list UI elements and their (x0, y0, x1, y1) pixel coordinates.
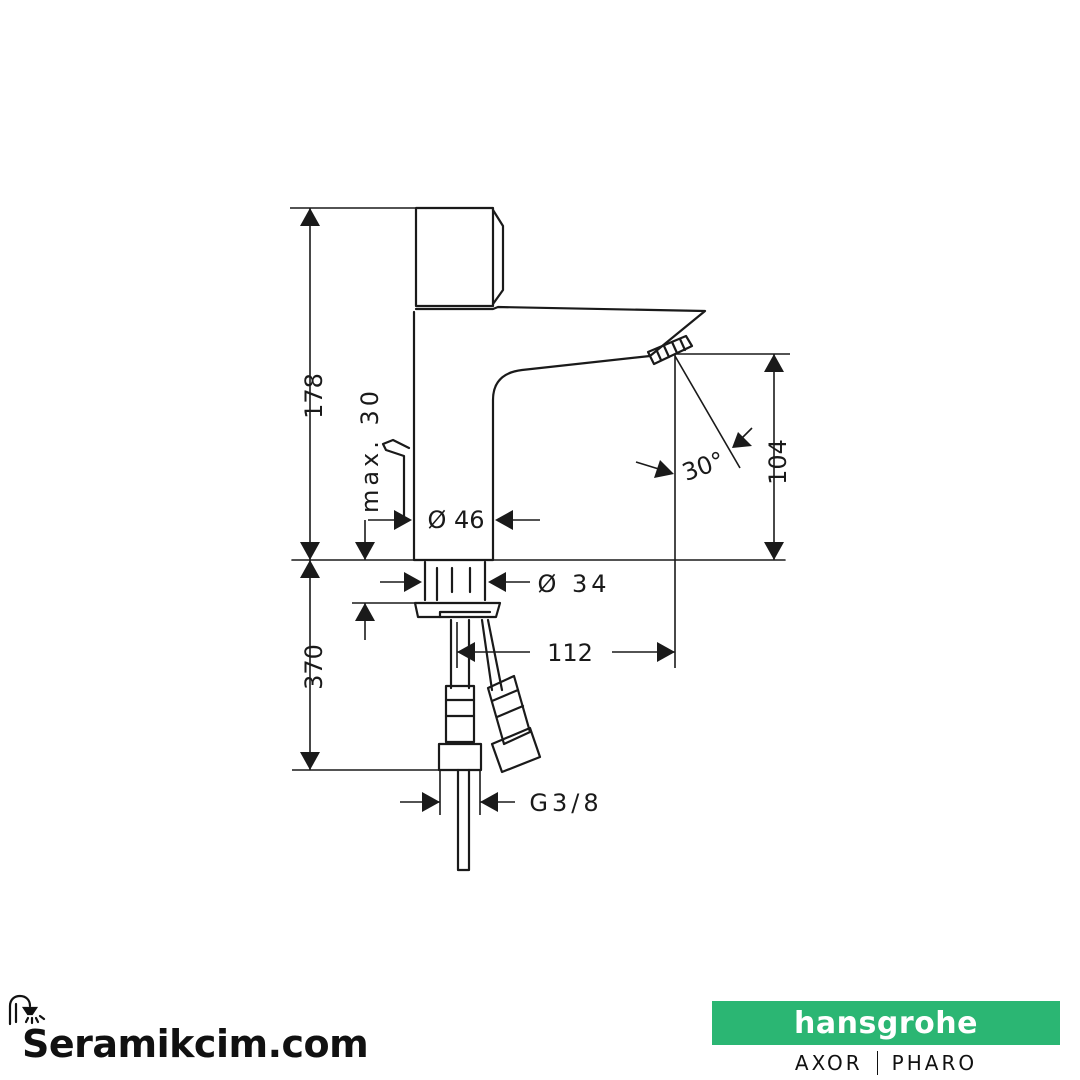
hose-fitting-angled (486, 674, 532, 746)
arrow-d46-left (394, 510, 412, 530)
dim-angle-30: 30° (678, 446, 728, 487)
arrow-104-top (764, 354, 784, 372)
arrow-370-top (300, 560, 320, 578)
arrow-max30-bottom (355, 603, 375, 621)
hose-nut-straight (437, 742, 483, 772)
mounting-shank (423, 560, 487, 602)
brand-name: hansgrohe (794, 1005, 978, 1041)
dim-diameter-34: Ø 34 (537, 570, 610, 598)
site-logo (8, 994, 46, 1026)
faucet-body (412, 305, 707, 562)
arrow-370-bottom (300, 752, 320, 770)
arrow-178-top (300, 208, 320, 226)
lever-handle (414, 206, 495, 308)
dim-370: 370 (300, 644, 328, 690)
popup-rod (381, 438, 411, 522)
dim-178: 178 (300, 373, 328, 419)
arrow-angle-right (732, 432, 752, 448)
arrow-angle-left (654, 460, 674, 478)
dim-max-30: max. 30 (356, 387, 384, 513)
arrow-112-left (457, 642, 475, 662)
arrow-112-right (657, 642, 675, 662)
arrow-178-bottom (300, 542, 320, 560)
sub-brand-axor: AXOR (794, 1051, 863, 1075)
sub-brands: AXOR PHARO (712, 1049, 1060, 1077)
mounting-nut (413, 601, 502, 619)
dim-112: 112 (547, 639, 593, 667)
lever-handle-side (491, 208, 505, 306)
arrow-d34-right (488, 572, 506, 592)
arrow-g38-right (480, 792, 498, 812)
sub-brand-pharo: PHARO (891, 1051, 978, 1075)
dim-104: 104 (764, 439, 792, 485)
arrow-104-bottom (764, 542, 784, 560)
aerator (646, 334, 694, 366)
site-name: Seramikcim.com (22, 1022, 369, 1066)
brand-divider (876, 1051, 878, 1075)
arrow-d46-right (495, 510, 513, 530)
dim-diameter-46: Ø 46 (427, 506, 484, 534)
arrow-max30-top (355, 542, 375, 560)
arrow-g38-left (422, 792, 440, 812)
hose-fitting-straight (444, 684, 476, 744)
hose-nut-angled (490, 726, 542, 774)
hose-angled (480, 618, 504, 692)
brand-logo-bar: hansgrohe (712, 1001, 1060, 1045)
dim-g3-8: G3/8 (529, 789, 602, 817)
shower-icon (8, 994, 46, 1026)
arrow-d34-left (404, 572, 422, 592)
